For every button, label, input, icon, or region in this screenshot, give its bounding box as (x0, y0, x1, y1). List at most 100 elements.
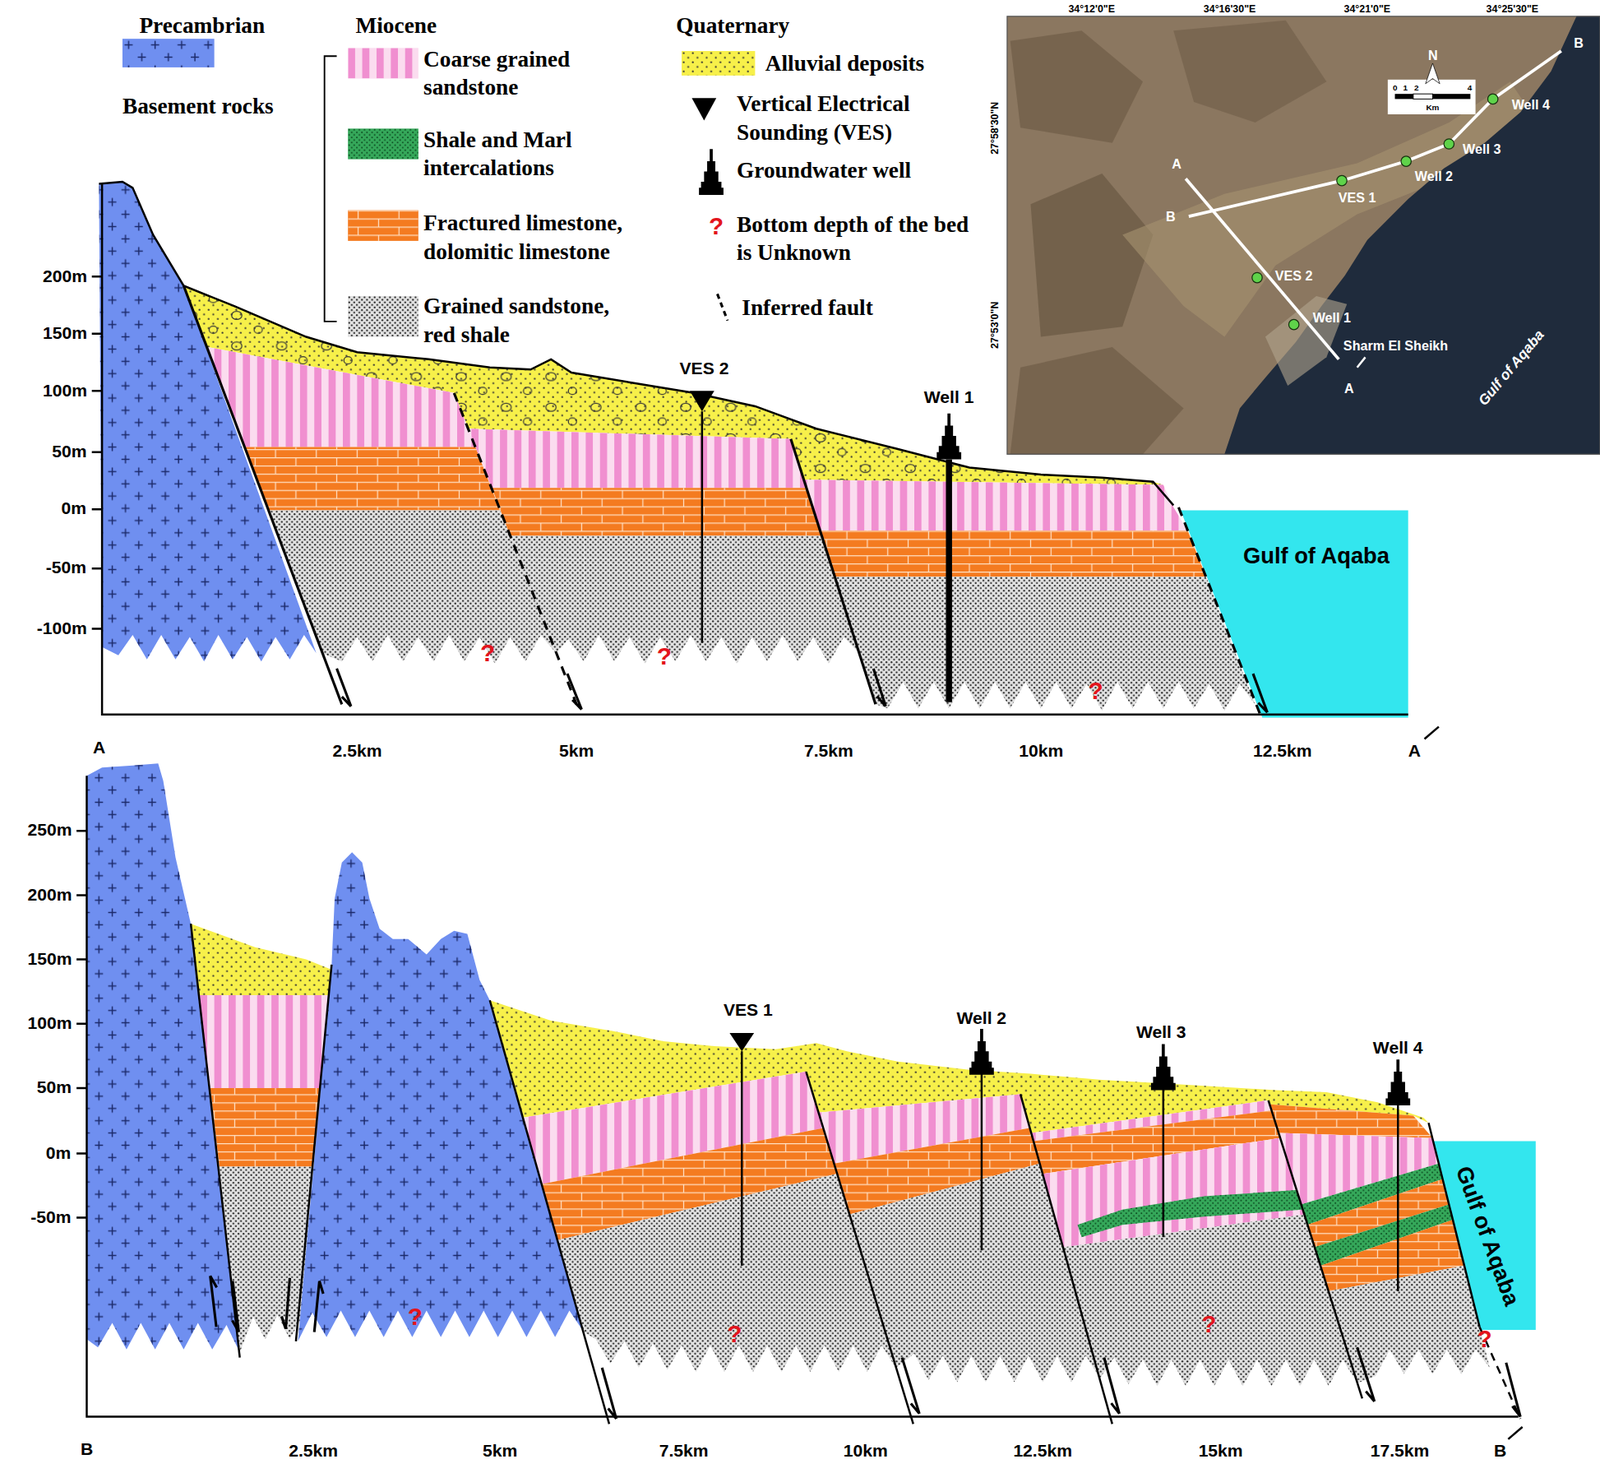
section-a-part (453, 393, 577, 705)
swatch-pattern (347, 47, 419, 79)
scale-number-box: 1 (1402, 83, 1408, 93)
distance-tick-box: 10km (1018, 740, 1064, 762)
distance-tick: 17.5km (1370, 1440, 1430, 1462)
legend-graphics-part (698, 148, 724, 195)
map-site-box: Well 2 (1415, 167, 1453, 184)
section-end: B (80, 1438, 93, 1460)
fault-arrow (1104, 1357, 1120, 1414)
north-label: N (1428, 47, 1439, 64)
section-b-part (190, 923, 332, 995)
elevation-tick-box: 200m (27, 884, 73, 906)
swatch-fill (347, 128, 419, 159)
swatch-pattern (347, 128, 419, 159)
elevation-tick: 200m (42, 266, 88, 287)
fault-arrow (1253, 673, 1268, 713)
location-map-part (1413, 93, 1434, 99)
section-b-part (1151, 1044, 1176, 1091)
section-b-part (190, 923, 241, 1357)
legend-graphics (324, 55, 728, 322)
legend-text: Shale and Marl intercalations (423, 125, 618, 183)
section-a-part (245, 447, 500, 511)
section-b-part (76, 830, 87, 1217)
well-label-box: Well 1 (924, 388, 975, 409)
section-b-part (1432, 1141, 1536, 1331)
legend-graphics-part (716, 293, 727, 320)
section-b-part (1162, 1087, 1165, 1237)
unknown-mark: ? (480, 638, 495, 668)
longitude-box: 34°25'30"E (1486, 2, 1540, 14)
section-a-part (701, 411, 703, 643)
section-a-part (1424, 726, 1439, 740)
distance-tick: 15km (1198, 1440, 1244, 1462)
unknown-mark-box: ? (656, 642, 672, 671)
legend-symbol-box: ? (708, 212, 724, 241)
distance-tick-box: 2.5km (288, 1440, 338, 1462)
gulf-area: Gulf of Aqaba (1438, 1141, 1536, 1331)
legend-text: Alluvial deposits (765, 49, 990, 79)
location-map-part (1401, 156, 1411, 167)
legend-text: Vertical Electrical Sounding (VES) (736, 89, 952, 147)
location-map-part (1173, 20, 1327, 123)
section-b-part (969, 1028, 995, 1075)
section-a-part (98, 181, 1174, 505)
location-map-part (1252, 272, 1263, 283)
location-map-part (1010, 346, 1184, 454)
unknown-mark-box: ? (1088, 676, 1104, 706)
longitude: 34°25'30"E (1486, 2, 1540, 14)
section-a-part (1178, 507, 1260, 715)
swatch-pattern (347, 295, 419, 338)
elevation-tick-box: 0m (46, 1142, 72, 1164)
map-line-end-box: A (1171, 155, 1182, 172)
map-line-end: A (1344, 379, 1355, 396)
section-a-part (101, 183, 1409, 714)
legend-swatch (681, 50, 755, 76)
location-map-part (1224, 16, 1600, 454)
water-body-name: Gulf of Aqaba (1243, 542, 1390, 569)
fault-arrow (337, 668, 352, 707)
location-map-part (1357, 356, 1366, 367)
map-site: VES 2 (1275, 268, 1314, 284)
section-a-part (1180, 510, 1409, 718)
section-end-box: B (80, 1438, 93, 1460)
longitude-box: 34°12'0"E (1068, 2, 1115, 14)
well-label-box: Well 4 (1373, 1037, 1424, 1059)
longitude: 34°16'30"E (1203, 2, 1257, 14)
town-name-box: Sharm El Sheikh (1343, 337, 1448, 353)
section-b-part (1270, 1104, 1433, 1138)
map-site-box: VES 2 (1275, 268, 1314, 284)
section-a-part (945, 458, 952, 702)
section-b-part (210, 1087, 321, 1167)
era-heading: Quaternary (675, 12, 790, 39)
distance-tick: 12.5km (1012, 1440, 1073, 1462)
distance-tick-box: 7.5km (659, 1440, 709, 1462)
distance-tick: 7.5km (659, 1440, 709, 1462)
section-a-part (245, 447, 500, 511)
section-a-part (207, 346, 476, 448)
elevation-tick: 200m (27, 884, 73, 906)
legend-text-box: Fractured limestone, dolomitic limestone (423, 208, 648, 266)
elevation-tick-box: -50m (46, 558, 87, 579)
elevation-tick-box: -100m (36, 618, 88, 639)
elevation-tick-box: 100m (27, 1012, 73, 1034)
scale-number: 2 (1414, 83, 1420, 93)
unknown-mark: ? (656, 642, 672, 671)
location-map-part (1387, 79, 1476, 115)
legend-text-box: Inferred fault (741, 293, 967, 323)
fault-arrow (601, 1367, 616, 1419)
legend-text: Basement rocks (122, 92, 327, 121)
legend-swatch (122, 38, 215, 68)
swatch-fill (347, 295, 419, 338)
gulf-area: Gulf of Aqaba (1224, 510, 1408, 715)
fault-arrow (901, 1357, 920, 1414)
map-line-end-box: A (1344, 379, 1355, 396)
location-map-part (1010, 30, 1143, 144)
unknown-mark: ? (1088, 676, 1104, 706)
legend-text-box: Alluvial deposits (765, 49, 990, 79)
legend-text: Groundwater well (736, 156, 962, 185)
section-b-part (557, 1173, 897, 1372)
scale-number: 0 (1392, 83, 1398, 93)
section-a-part (834, 576, 1255, 711)
location-map-part (1336, 175, 1347, 185)
